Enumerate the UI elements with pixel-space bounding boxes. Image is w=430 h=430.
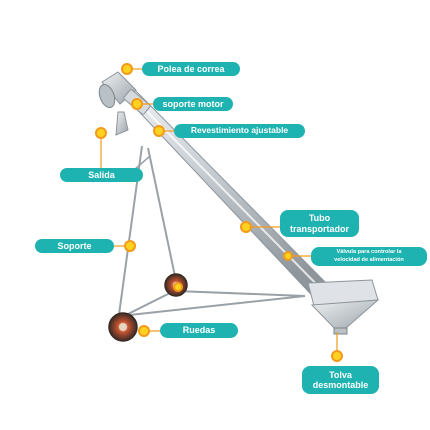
label-valvula: Válvula para controlar la velocidad de a… (311, 247, 427, 266)
wheel-front (108, 312, 138, 342)
label-tolva-desmontable: Tolva desmontable (302, 366, 379, 394)
marker-rueda-trasera (173, 282, 183, 292)
conveyor-tube (110, 82, 339, 307)
label-valvula-line2: velocidad de alimentación (334, 256, 404, 263)
label-tubo-line1: Tubo (308, 213, 331, 224)
label-polea-de-correa: Polea de correa (142, 62, 240, 76)
label-salida: Salida (60, 168, 143, 182)
hopper (307, 279, 380, 335)
label-tolva-line2: desmontable (312, 380, 369, 390)
marker-ruedas (138, 325, 150, 337)
marker-soporte-motor (131, 98, 143, 110)
callout-markers (95, 63, 343, 362)
label-tolva-line1: Tolva (329, 369, 352, 380)
top-head (98, 71, 151, 136)
marker-tubo (240, 221, 252, 233)
label-valvula-line1: Válvula para controlar la (336, 248, 402, 255)
marker-valvula (283, 251, 293, 261)
label-soporte: Soporte (35, 239, 114, 253)
label-revestimiento-ajustable: Revestimiento ajustable (174, 124, 305, 138)
label-tubo-transportador: Tubo transportador (280, 210, 359, 237)
marker-polea (121, 63, 133, 75)
label-tubo-line2: transportador (289, 223, 349, 234)
label-ruedas: Ruedas (160, 323, 238, 338)
marker-revestimiento (153, 125, 165, 137)
marker-tolva (331, 350, 343, 362)
marker-soporte (124, 240, 136, 252)
label-soporte-motor: soporte motor (153, 97, 233, 111)
marker-salida (95, 127, 107, 139)
